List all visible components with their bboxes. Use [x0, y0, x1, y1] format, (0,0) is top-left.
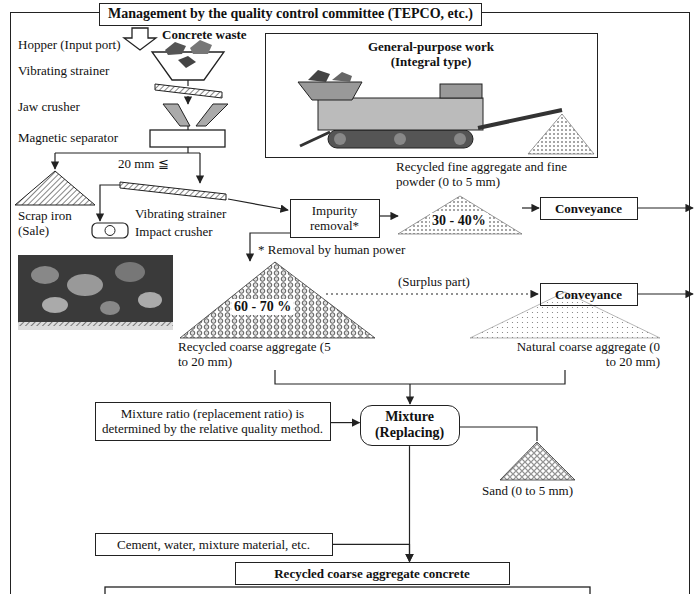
sand-line [460, 427, 537, 441]
engine-housing [440, 84, 482, 98]
ratio-label: 60 - 70 % [232, 299, 293, 315]
impact-crusher-rotor [105, 226, 115, 236]
merge-line [275, 370, 565, 384]
equipment-panel: General-purpose work (Integral type) [265, 33, 598, 158]
track-wheel [454, 133, 466, 145]
node-text: Conveyance [546, 287, 632, 303]
note-label: * Removal by human power [258, 243, 405, 258]
node-text: General-purpose work (Integral type) [351, 39, 511, 70]
product-box: Recycled coarse aggregate concrete [235, 562, 510, 586]
part-label: Magnetic separator [18, 131, 118, 146]
management-frame: Management by the quality control commit… [10, 12, 690, 594]
node-text: Conveyance [546, 201, 632, 217]
part-label: Hopper (Input port) [18, 38, 121, 53]
flow-line [187, 147, 188, 153]
photo-stone [31, 266, 59, 284]
input-arrow [124, 28, 156, 50]
impact-crusher-symbol [92, 223, 128, 238]
photo-ruler [18, 322, 173, 330]
jaw-crusher-symbol [196, 104, 228, 126]
surplus-arrow [326, 293, 538, 294]
size-label: 20 mm ≦ [118, 157, 169, 172]
flow-arrow [638, 207, 693, 208]
machine-hopper [298, 82, 362, 100]
photo-stone [100, 301, 120, 315]
rock [190, 40, 212, 54]
rock [165, 42, 186, 55]
flow-arrow [409, 384, 410, 404]
track-wheel [394, 133, 406, 145]
fine-aggregate-pile [398, 196, 522, 234]
mixture-box: Mixture (Replacing) [360, 405, 460, 447]
part-label: Impact crusher [135, 225, 213, 240]
photo-stone [67, 274, 103, 296]
flow-arrow [228, 199, 288, 210]
ruler-ticks [18, 322, 173, 326]
conveyance-box: Conveyance [540, 197, 638, 221]
flow-arrow [380, 215, 398, 216]
flow-connector [333, 544, 410, 561]
separator-box [150, 130, 225, 147]
flow-arrow [199, 153, 200, 183]
aggregate-photo [18, 255, 173, 330]
flow-line [187, 80, 188, 86]
strainer-symbol [155, 84, 222, 98]
node-text: Management by the quality control commit… [99, 3, 482, 26]
flow-arrow [54, 153, 55, 169]
output-label: Recycled coarse aggregate (5 to 20 mm) [178, 340, 336, 370]
output-label: Recycled fine aggregate and fine powder … [396, 160, 571, 190]
part-label: Vibrating strainer [18, 64, 109, 79]
material-box: Cement, water, mixture material, etc. [95, 533, 333, 557]
crawler-track [328, 130, 473, 148]
rock [178, 56, 196, 68]
track-wheel [334, 133, 346, 145]
flow-arrow [638, 293, 693, 294]
photo-stone [115, 262, 145, 282]
jaw-crusher-symbol [163, 104, 190, 126]
output-label: Scrap iron (Sale) [18, 209, 90, 239]
lower-box [105, 587, 590, 594]
note-box: Mixture ratio (replacement ratio) is det… [95, 402, 331, 441]
note-label: (Surplus part) [398, 275, 470, 290]
aggregate-pile [528, 114, 594, 154]
flow-arrow [522, 207, 539, 208]
conveyance-box: Conveyance [540, 283, 638, 307]
node-text: Recycled coarse aggregate concrete [241, 566, 504, 582]
machine-body [318, 98, 483, 130]
part-label: Jaw crusher [18, 100, 80, 115]
scrap-iron-pile [15, 171, 95, 205]
sand-pile [500, 442, 575, 480]
flow-connector [331, 422, 360, 423]
node-text: Impurity removal* [296, 203, 374, 234]
node-text: Mixture ratio (replacement ratio) is det… [101, 406, 325, 437]
rock [332, 72, 352, 82]
node-text: Cement, water, mixture material, etc. [101, 537, 327, 553]
flow-arrow [187, 96, 188, 104]
process-box: Impurity removal* [290, 199, 380, 238]
ratio-label: 30 - 40% [430, 213, 488, 229]
coarse-aggregate-pile [180, 262, 375, 338]
part-label: Vibrating strainer [135, 207, 226, 222]
input-label: Concrete waste [162, 28, 247, 43]
flow-arrow [100, 185, 120, 221]
material-label: Natural coarse aggregate (0 to 20 mm) [505, 340, 660, 370]
rock [308, 70, 330, 82]
hopper-symbol [152, 52, 224, 80]
flow-line [187, 126, 188, 130]
side-conveyor [300, 132, 330, 146]
flow-line [55, 152, 200, 153]
photo-stone [42, 297, 68, 313]
strainer-symbol [120, 182, 226, 200]
node-text: Mixture (Replacing) [365, 409, 455, 443]
discharge-conveyor [478, 110, 562, 128]
material-label: Sand (0 to 5 mm) [482, 484, 573, 499]
photo-stone [138, 292, 162, 308]
